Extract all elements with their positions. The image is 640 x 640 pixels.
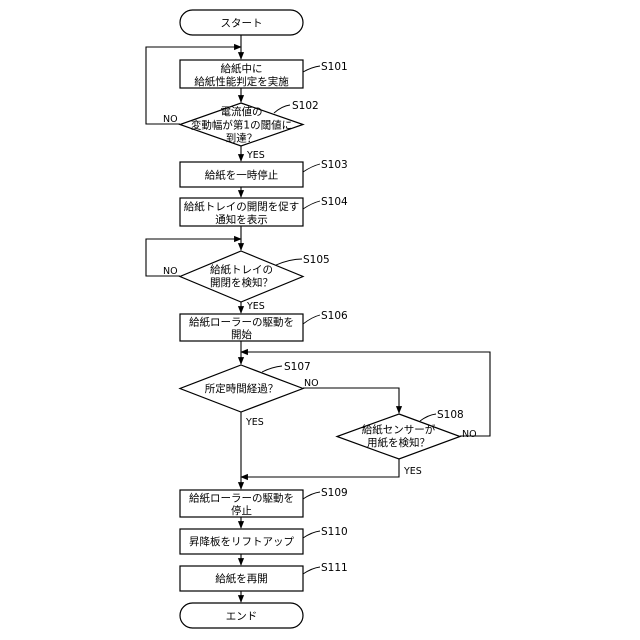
arrow-s107-s108-no [303,388,399,413]
s108-line-2: 用紙を検知？ [367,436,430,449]
s103-leader [303,164,320,172]
s110-line-1: 昇降板をリフトアップ [189,535,294,548]
s108-leader [420,414,436,421]
s108-label: S108 [437,409,464,421]
step-s109-box: 給紙ローラーの駆動を 停止 [180,490,303,517]
s102-label: S102 [292,100,319,112]
s106-line-2: 開始 [231,328,252,341]
s105-label: S105 [303,254,330,266]
s107-leader [262,366,282,372]
s107-line-1: 所定時間経過？ [205,382,279,395]
s107-no-label: NO [304,378,319,389]
s101-line-2: 給紙性能判定を実施 [194,75,289,88]
s102-no-label: NO [163,114,178,125]
step-s105-decision: 給紙トレイの 開閉を検知？ [180,251,303,302]
s110-label: S110 [321,526,348,538]
s105-no-label: NO [163,266,178,277]
s108-line-1: 給紙センサーが [362,423,436,436]
s107-yes-label: YES [245,417,264,428]
s105-line-2: 開閉を検知？ [210,276,273,289]
s106-line-1: 給紙ローラーの駆動を [189,316,294,329]
s105-yes-label: YES [246,301,265,312]
s106-label: S106 [321,310,348,322]
s101-label: S101 [321,61,348,73]
s108-yes-label: YES [403,466,422,477]
s109-line-1: 給紙ローラーの駆動を [189,492,294,505]
s101-line-1: 給紙中に [221,62,263,75]
s105-leader [276,259,302,265]
s101-leader [303,66,320,72]
s104-line-2: 通知を表示 [215,213,268,226]
s108-no-label: NO [462,429,477,440]
s102-line-1: 電流値の [221,105,263,118]
s103-label: S103 [321,159,348,171]
step-s106-box: 給紙ローラーの駆動を 開始 [180,314,303,341]
arrow-s108-yes-merge [241,459,399,477]
start-label: スタート [221,18,263,30]
end-terminal: エンド [180,603,303,628]
step-s103-box: 給紙を一時停止 [180,162,303,187]
s111-line-1: 給紙を再開 [215,572,268,585]
s105-line-1: 給紙トレイの [210,263,273,276]
s106-leader [303,315,320,324]
s102-yes-label: YES [246,150,265,161]
start-terminal: スタート [180,10,303,35]
s109-leader [303,492,320,499]
s102-line-3: 到達？ [226,133,258,145]
step-s111-box: 給紙を再開 [180,566,303,591]
end-label: エンド [226,611,258,623]
step-s102-decision: 電流値の 変動幅が第1の閾値に 到達？ [180,103,303,146]
s111-leader [303,567,320,574]
s102-line-2: 変動幅が第1の閾値に [191,119,292,132]
s109-label: S109 [321,487,348,499]
step-s101-box: 給紙中に 給紙性能判定を実施 [180,60,303,88]
step-s104-box: 給紙トレイの開閉を促す 通知を表示 [180,198,303,226]
s104-leader [303,201,320,209]
s103-line-1: 給紙を一時停止 [205,169,279,182]
s109-line-2: 停止 [231,504,252,517]
s104-line-1: 給紙トレイの開閉を促す [184,200,300,213]
s102-leader [274,105,290,113]
s104-label: S104 [321,196,348,208]
s107-label: S107 [284,361,311,373]
s111-label: S111 [321,562,348,574]
step-s110-box: 昇降板をリフトアップ [180,529,303,554]
s110-leader [303,531,320,538]
